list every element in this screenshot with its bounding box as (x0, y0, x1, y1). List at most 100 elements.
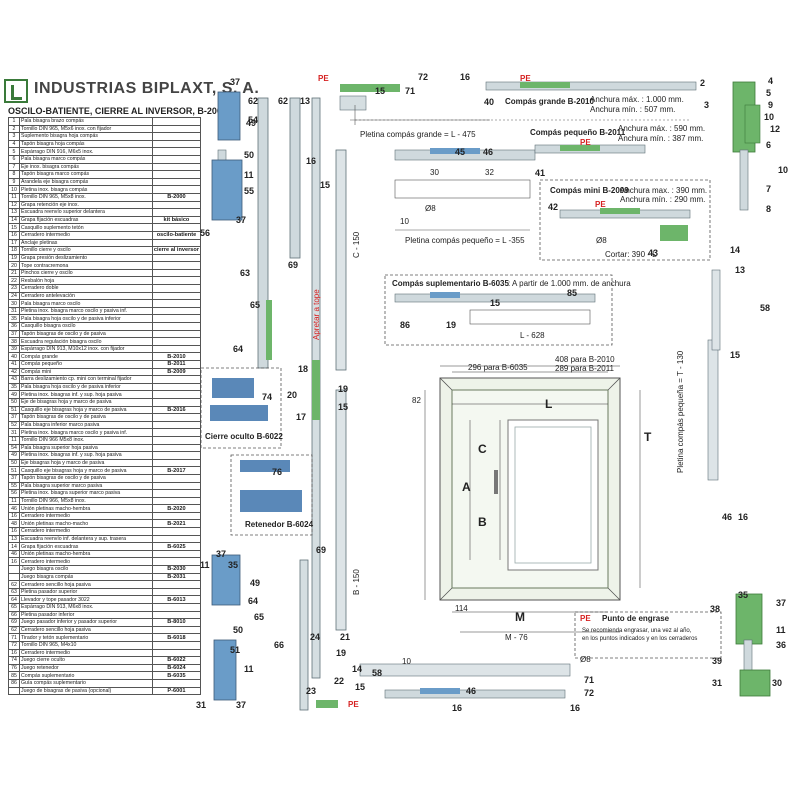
callout-4: 4 (768, 76, 774, 86)
callout-24: 24 (310, 632, 321, 642)
callout-37d: 37 (236, 700, 247, 710)
callout-11c: 11 (244, 664, 254, 674)
dim-b150: B - 150 (352, 569, 361, 595)
callout-62b: 62 (278, 96, 289, 106)
compas-mini-min: Anchura mín. : 290 mm. (620, 195, 706, 204)
callout-65b: 65 (254, 612, 265, 622)
callout-58b: 58 (372, 668, 383, 678)
callout-37c: 37 (216, 549, 227, 559)
dim-c150: C - 150 (352, 231, 361, 258)
dim-m76: M - 76 (505, 633, 528, 642)
callout-46c: 46 (466, 686, 477, 696)
dim-10-a: 10 (400, 217, 409, 226)
dim-296: 296 para B-6035 (468, 363, 528, 372)
callout-66: 66 (274, 640, 285, 650)
callout-62: 62 (248, 96, 259, 106)
callout-16e: 16 (570, 703, 581, 713)
dim-B: B (478, 515, 487, 529)
callout-63: 63 (240, 268, 251, 278)
callout-14: 14 (730, 245, 741, 255)
callout-72b: 72 (584, 688, 595, 698)
dim-8-b: Ø8 (596, 236, 607, 245)
callout-64b: 64 (248, 596, 259, 606)
pe-marker-2: PE (520, 74, 531, 83)
callout-9: 9 (768, 100, 774, 110)
compas-grande-max: Anchura máx. : 1.000 mm. (590, 95, 684, 104)
pe-marker: PE (318, 74, 329, 83)
callout-23: 23 (306, 686, 317, 696)
callout-55: 55 (244, 186, 255, 196)
callout-13: 13 (300, 96, 311, 106)
callout-35: 35 (228, 560, 239, 570)
callout-35b: 35 (738, 590, 749, 600)
callout-50b: 50 (233, 625, 244, 635)
callout-16b: 16 (738, 512, 749, 522)
callout-11: 11 (244, 170, 254, 180)
callout-64: 64 (233, 344, 244, 354)
callout-8: 8 (766, 204, 772, 214)
parts-table-cell-num (8, 686, 20, 696)
callout-12: 12 (770, 124, 781, 134)
dim-30: 30 (430, 168, 439, 177)
callout-14b: 14 (352, 664, 363, 674)
callout-7: 7 (766, 184, 772, 194)
callout-15b: 15 (490, 298, 501, 308)
callout-6: 6 (766, 140, 772, 150)
pe-marker-4: PE (595, 200, 606, 209)
pe-marker-5: PE (348, 700, 359, 709)
callout-38: 38 (710, 604, 721, 614)
callout-51: 51 (230, 645, 241, 655)
callout-36: 36 (776, 640, 787, 650)
callout-72: 72 (418, 72, 429, 82)
callout-16d: 16 (452, 703, 463, 713)
callout-3: 3 (704, 100, 710, 110)
dim-289: 289 para B-2011 (555, 364, 615, 373)
compas-pequeno-pletina: Pletina compás pequeño = L -355 (405, 236, 525, 245)
callout-85: 85 (567, 288, 578, 298)
callout-19: 19 (446, 320, 457, 330)
callout-37e: 37 (776, 598, 787, 608)
compas-sup-note: : A partir de 1.000 mm. de anchura (508, 279, 631, 288)
callout-43: 43 (648, 248, 659, 258)
callout-37: 37 (230, 77, 241, 87)
dim-408: 408 para B-2010 (555, 355, 615, 364)
compas-pequeno-max: Anchura máx. : 590 mm. (618, 124, 706, 133)
punto-title: Punto de engrase (602, 614, 670, 623)
dim-82: 82 (412, 396, 421, 405)
callout-5: 5 (766, 88, 772, 98)
parts-table-row: Juego de bisagras de pasiva (opcional)P-… (8, 686, 202, 696)
compas-pequeno-title: Compás pequeño B-2011 (530, 128, 626, 137)
callout-71: 71 (405, 86, 416, 96)
pe-marker-3: PE (580, 138, 591, 147)
compas-mini-max: Anchura max. : 390 mm. (620, 186, 708, 195)
callout-45: 45 (455, 147, 466, 157)
callout-15e: 15 (338, 402, 349, 412)
callout-74: 74 (262, 392, 273, 402)
callout-18: 18 (298, 364, 309, 374)
compas-sup-title: Compás suplementario B-6035 (392, 279, 509, 288)
callout-46: 46 (483, 147, 494, 157)
callout-31b: 31 (712, 678, 723, 688)
callout-39: 39 (712, 656, 723, 666)
callout-37b: 37 (236, 215, 247, 225)
apretar-label: Apretar a tope (312, 289, 321, 340)
dim-10-b: 10 (402, 657, 411, 666)
callout-76: 76 (272, 467, 283, 477)
compas-mini-title: Compás mini B-2009 (550, 186, 629, 195)
callout-13b: 13 (735, 265, 746, 275)
compas-sup-dim: L - 628 (520, 331, 545, 340)
callout-69: 69 (288, 260, 299, 270)
callout-31: 31 (196, 700, 207, 710)
callout-2: 2 (700, 78, 706, 88)
callout-16c: 16 (306, 156, 317, 166)
company-name: INDUSTRIAS BIPLAXT, S. A. (34, 80, 260, 97)
punto-note-2: en los puntos indicados y en los cerrade… (582, 636, 698, 642)
callout-41: 41 (535, 168, 546, 178)
punto-pe: PE (580, 614, 591, 623)
callout-21: 21 (340, 632, 351, 642)
dim-T: T (644, 430, 652, 444)
callout-17: 17 (296, 412, 307, 422)
punto-note-1: Se recomienda engrasar, una vez al año, (582, 628, 692, 634)
